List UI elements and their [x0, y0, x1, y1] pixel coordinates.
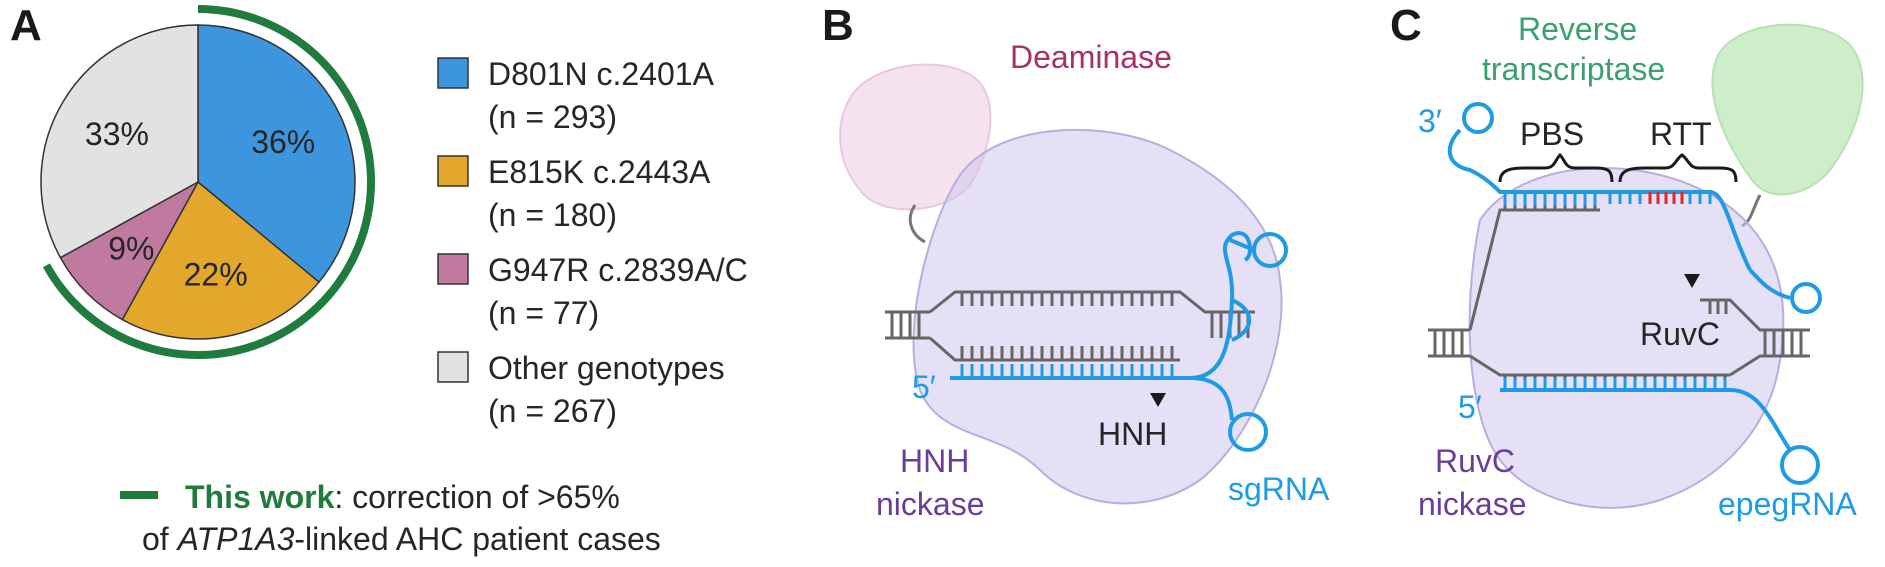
footnote-pre: of: [142, 521, 178, 557]
legend: D801N c.2401A (n = 293) E815K c.2443A (n = …: [437, 56, 748, 429]
panel-b: B Deaminase 5′ HNH HNH n: [822, 1, 1330, 522]
rtt-label: RTT: [1650, 116, 1712, 152]
epegrna-strand: [1447, 102, 1822, 485]
dna-duplex-c: [1428, 208, 1810, 377]
sgrna-label: sgRNA: [1228, 471, 1330, 507]
panel-c-letter: C: [1390, 1, 1422, 50]
rt-label-1: Reverse: [1518, 11, 1637, 47]
pie-slice-label: 22%: [184, 257, 248, 293]
nickase-label-b-1: HNH: [900, 443, 969, 479]
pie-slice-label: 36%: [251, 124, 315, 160]
footnote-line-2: of ATP1A3-linked AHC patient cases: [142, 521, 661, 557]
panel-a-letter: A: [10, 1, 42, 50]
cas9-structure-c: [1468, 167, 1785, 509]
legend-swatch: [437, 351, 469, 383]
rtt-brace: [1618, 153, 1738, 183]
five-prime-label-b: 5′: [912, 369, 936, 405]
footnote-line-1: This work: correction of >65%: [185, 479, 620, 515]
hnh-cut-marker: [1150, 393, 1166, 407]
dna-rungs-bottom: [960, 346, 1174, 360]
legend-label: G947R c.2839A/C: [488, 252, 748, 288]
panel-b-letter: B: [822, 1, 854, 50]
rt-structure: [1711, 23, 1864, 196]
panel-c: C Reverse t: [1390, 1, 1864, 522]
nickase-label-c-2: nickase: [1418, 486, 1527, 522]
legend-swatch: [437, 155, 469, 187]
legend-swatch: [437, 57, 469, 89]
hnh-label: HNH: [1098, 416, 1167, 452]
deaminase-linker: [908, 204, 926, 244]
epegrna-rungs: [1503, 192, 1727, 390]
five-prime-label-c: 5′: [1458, 389, 1482, 425]
nickase-label-b-2: nickase: [876, 486, 985, 522]
pbs-label: PBS: [1520, 116, 1584, 152]
this-work-arc: [42, 5, 375, 359]
pie-slice: [40, 24, 199, 259]
three-prime-label: 3′: [1418, 103, 1442, 139]
footnote-post: -linked AHC patient cases: [294, 521, 660, 557]
pie-slice-label: 33%: [85, 116, 149, 152]
ruvc-label: RuvC: [1640, 316, 1720, 352]
nickase-label-c-1: RuvC: [1435, 443, 1515, 479]
pbs-brace: [1498, 152, 1614, 183]
pie-slice-label: 9%: [108, 231, 154, 267]
panel-a: A 36% 22% 9% 33% D801N c.2401A (n = 293) E815…: [10, 1, 748, 557]
legend-label: D801N c.2401A: [488, 56, 715, 92]
deaminase-label: Deaminase: [1010, 39, 1172, 75]
pie-chart: 36% 22% 9% 33%: [40, 24, 356, 340]
legend-count: (n = 267): [488, 393, 617, 429]
legend-count: (n = 293): [488, 99, 617, 135]
sgrna-rungs: [960, 364, 1174, 378]
footnote: This work: correction of >65% of ATP1A3-…: [120, 479, 661, 557]
pie-slice: [197, 24, 356, 284]
legend-count: (n = 180): [488, 197, 617, 233]
ruvc-cut-marker: [1684, 274, 1700, 288]
pie-slice: [59, 180, 200, 321]
rt-label-2: transcriptase: [1482, 51, 1665, 87]
epegrna-label: epegRNA: [1718, 486, 1857, 522]
footnote-rest: : correction of >65%: [334, 479, 619, 515]
legend-swatch: [437, 253, 469, 285]
edit-rungs: [1648, 192, 1684, 204]
dna-rungs-top: [960, 292, 1174, 306]
pie-slice: [121, 180, 321, 340]
legend-label: Other genotypes: [488, 350, 725, 386]
footnote-gene: ATP1A3: [176, 521, 295, 557]
legend-label: E815K c.2443A: [488, 154, 711, 190]
cas9-structure: [912, 128, 1283, 505]
sgrna-strand: [950, 231, 1288, 452]
legend-count: (n = 77): [488, 295, 599, 331]
footnote-bold: This work: [185, 479, 335, 515]
